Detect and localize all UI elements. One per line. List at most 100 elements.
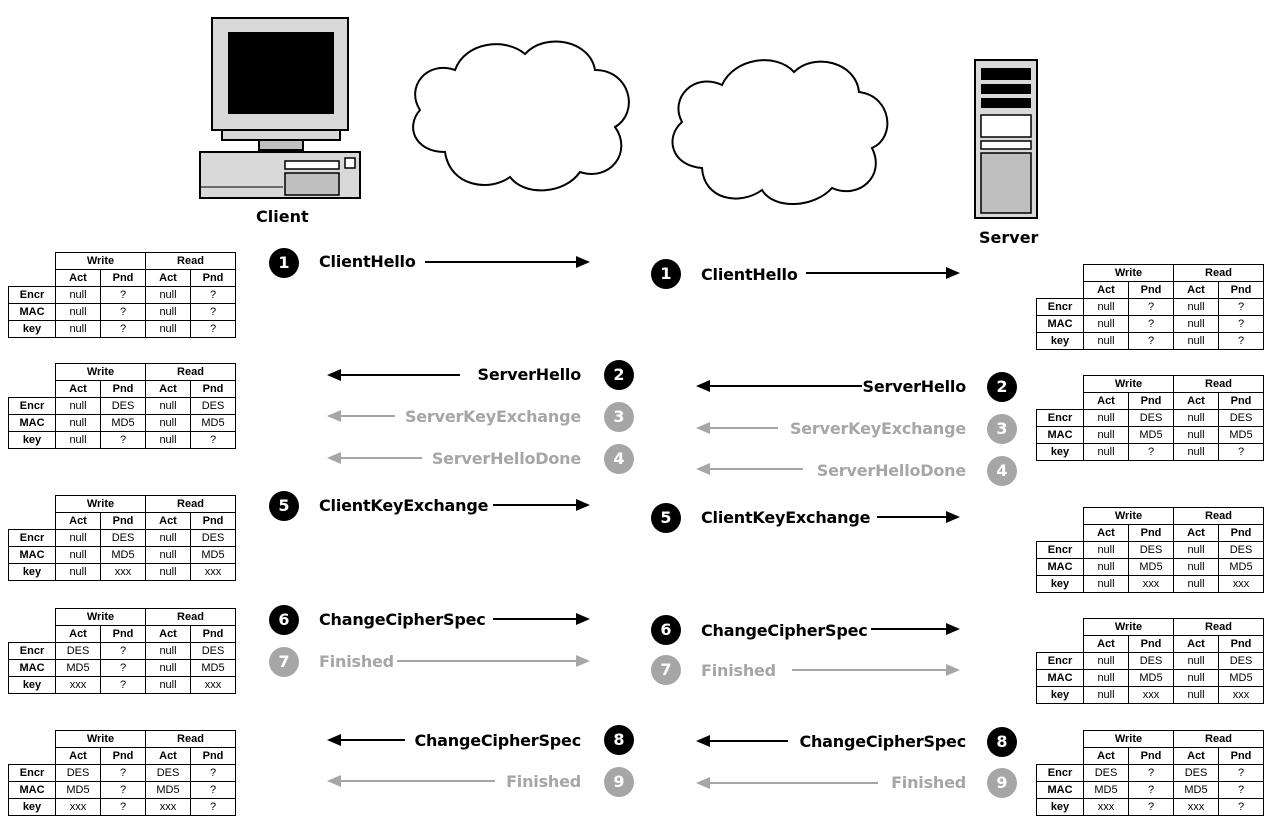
arrow-left	[696, 463, 803, 475]
write-header: Write	[1083, 375, 1174, 393]
act-header: Act	[1173, 635, 1219, 653]
table-cell: MD5	[1218, 426, 1264, 444]
table-cell: DES	[55, 764, 101, 782]
table-cell: null	[1173, 541, 1219, 559]
finished-label: Finished	[701, 661, 776, 680]
pnd-header: Pnd	[190, 747, 236, 765]
step-6-badge: 6	[651, 615, 681, 645]
pnd-header: Pnd	[100, 380, 146, 398]
read-header: Read	[1173, 618, 1264, 636]
pnd-header: Pnd	[100, 269, 146, 287]
row-header: Encr	[1036, 409, 1084, 427]
arrow-left	[696, 422, 778, 434]
table-cell: ?	[190, 781, 236, 799]
step-2-badge: 2	[604, 360, 634, 390]
row-header: MAC	[8, 546, 56, 564]
table-cell: DES	[1173, 764, 1219, 782]
finished-label: Finished	[506, 772, 581, 791]
arrow-left	[696, 777, 878, 789]
table-cell: null	[1083, 332, 1129, 350]
table-cell: null	[1173, 426, 1219, 444]
write-header: Write	[55, 363, 146, 381]
pnd-header: Pnd	[190, 512, 236, 530]
table-cell: ?	[1128, 781, 1174, 799]
table-corner	[1036, 730, 1084, 765]
table-cell: ?	[190, 320, 236, 338]
table-cell: null	[1173, 298, 1219, 316]
read-header: Read	[1173, 507, 1264, 525]
pnd-header: Pnd	[1128, 524, 1174, 542]
read-header: Read	[145, 495, 236, 513]
table-cell: null	[1173, 686, 1219, 704]
pnd-header: Pnd	[1218, 635, 1264, 653]
arrow-left	[327, 410, 395, 422]
write-header: Write	[1083, 507, 1174, 525]
table-cell: xxx	[190, 563, 236, 581]
table-cell: xxx	[1083, 798, 1129, 816]
row-header: key	[1036, 575, 1084, 593]
act-header: Act	[1173, 524, 1219, 542]
server-hello-done-label: ServerHelloDone	[431, 449, 581, 468]
step-5-badge: 5	[269, 491, 299, 521]
table-cell: null	[1173, 443, 1219, 461]
arrow-left	[696, 380, 862, 392]
pnd-header: Pnd	[100, 747, 146, 765]
table-cell: ?	[100, 320, 146, 338]
table-corner	[1036, 618, 1084, 653]
row-header: key	[8, 798, 56, 816]
read-header: Read	[1173, 375, 1264, 393]
row-header: key	[8, 563, 56, 581]
table-cell: null	[1173, 315, 1219, 333]
table-cell: xxx	[1173, 798, 1219, 816]
step-7-badge: 7	[269, 647, 299, 677]
table-cell: ?	[100, 286, 146, 304]
table-cell: DES	[190, 397, 236, 415]
table-cell: null	[55, 397, 101, 415]
read-header: Read	[145, 608, 236, 626]
server-hello-label: ServerHello	[862, 377, 967, 396]
step-8-badge: 8	[987, 727, 1017, 757]
row-header: Encr	[1036, 298, 1084, 316]
table-cell: ?	[1218, 764, 1264, 782]
table-cell: null	[145, 397, 191, 415]
table-cell: DES	[1218, 541, 1264, 559]
table-cell: MD5	[1218, 669, 1264, 687]
arrow-right	[877, 511, 960, 523]
write-header: Write	[55, 252, 146, 270]
row-header: MAC	[1036, 781, 1084, 799]
finished-label: Finished	[319, 652, 394, 671]
table-cell: null	[1083, 443, 1129, 461]
table-cell: ?	[100, 431, 146, 449]
step-3-badge: 3	[987, 414, 1017, 444]
table-cell: xxx	[55, 798, 101, 816]
table-cell: null	[145, 414, 191, 432]
table-cell: ?	[100, 798, 146, 816]
table-cell: ?	[1128, 332, 1174, 350]
table-cell: null	[1083, 409, 1129, 427]
write-header: Write	[55, 495, 146, 513]
change-cipher-spec-label: ChangeCipherSpec	[701, 621, 868, 640]
row-header: Encr	[8, 764, 56, 782]
table-cell: null	[1173, 558, 1219, 576]
write-header: Write	[55, 608, 146, 626]
table-cell: MD5	[1128, 558, 1174, 576]
step-4-badge: 4	[987, 456, 1017, 486]
row-header: Encr	[1036, 652, 1084, 670]
pnd-header: Pnd	[1218, 281, 1264, 299]
table-cell: null	[1173, 575, 1219, 593]
table-cell: null	[145, 563, 191, 581]
